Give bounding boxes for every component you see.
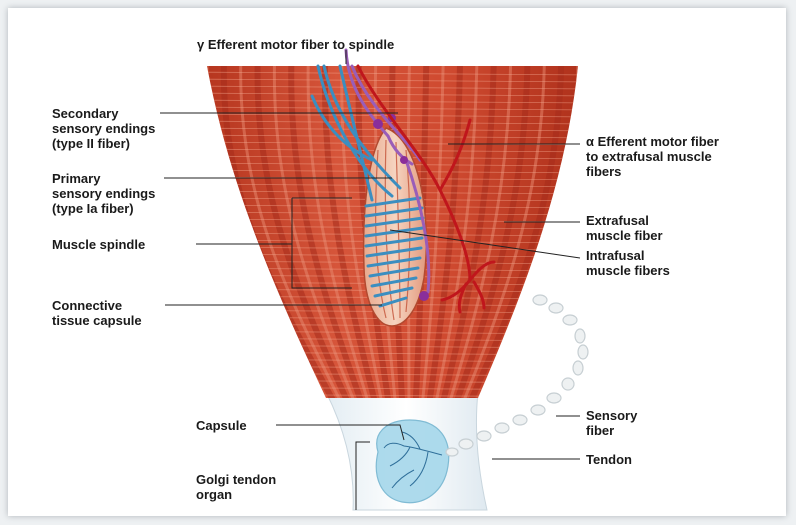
label-connective-tissue-capsule: Connective tissue capsule — [52, 298, 142, 328]
label-primary-sensory-endings: Primary sensory endings (type Ia fiber) — [52, 171, 155, 216]
label-golgi-tendon-organ: Golgi tendon organ — [196, 472, 276, 502]
label-muscle-spindle: Muscle spindle — [52, 237, 145, 252]
label-tendon: Tendon — [586, 452, 632, 467]
label-sensory-fiber: Sensory fiber — [586, 408, 637, 438]
label-intrafusal-muscle-fibers: Intrafusal muscle fibers — [586, 248, 670, 278]
label-gamma-efferent: γ Efferent motor fiber to spindle — [197, 37, 394, 52]
label-capsule: Capsule — [196, 418, 247, 433]
label-extrafusal-muscle-fiber: Extrafusal muscle fiber — [586, 213, 663, 243]
golgi-tendon-organ-shape — [376, 420, 448, 503]
label-alpha-efferent: α Efferent motor fiber to extrafusal mus… — [586, 134, 719, 179]
label-secondary-sensory-endings: Secondary sensory endings (type II fiber… — [52, 106, 155, 151]
